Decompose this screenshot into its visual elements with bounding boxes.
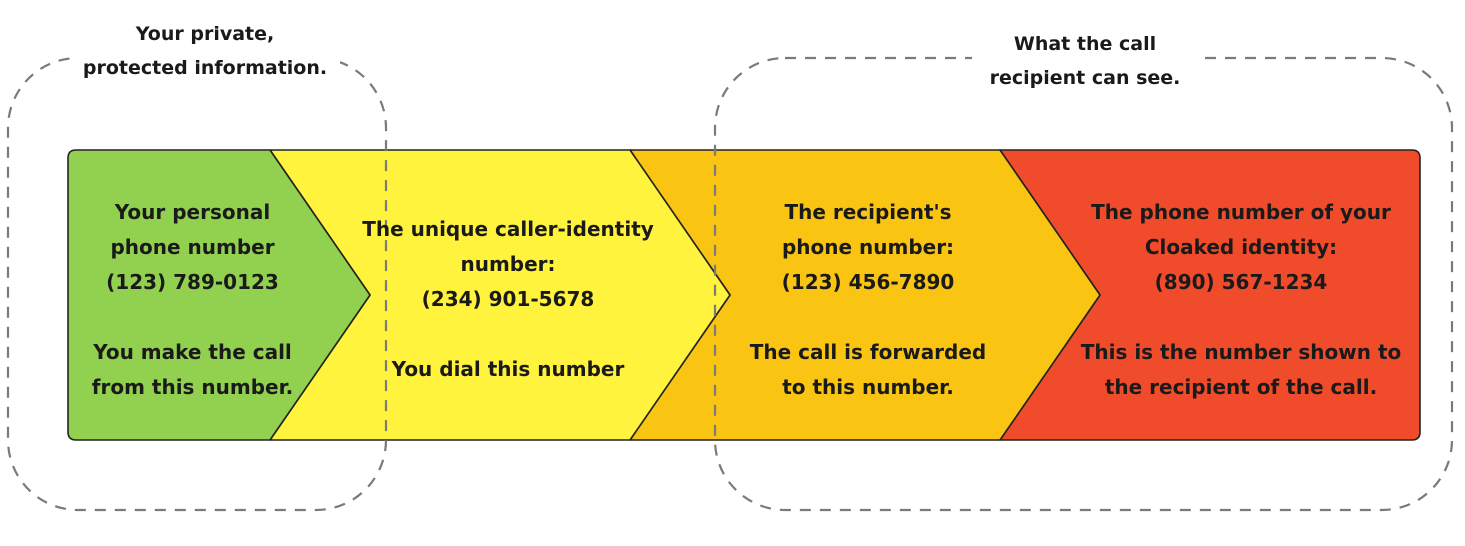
- step-2-heading-line-2: number:: [460, 252, 556, 276]
- step-1-text: Your personal phone number (123) 789-012…: [70, 195, 315, 405]
- recipient-view-group-outline: [713, 56, 1454, 512]
- private-info-caption: Your private, protected information.: [60, 17, 350, 85]
- recipient-view-caption: What the call recipient can see.: [960, 27, 1210, 95]
- step-1-heading-line-1: Your personal: [114, 200, 271, 224]
- step-3-note-line-1: The call is forwarded: [749, 340, 987, 364]
- step-4-heading-line-2: Cloaked identity:: [1144, 235, 1338, 259]
- step-4-note-line-2: the recipient of the call.: [1104, 375, 1378, 399]
- step-1-phone-number: (123) 789-0123: [106, 270, 279, 294]
- private-caption-bg: [72, 14, 340, 94]
- step-3-text: The recipient's phone number: (123) 456-…: [732, 195, 1004, 405]
- step-4-heading-line-1: The phone number of your: [1091, 200, 1391, 224]
- step-4-note-line-1: This is the number shown to: [1080, 340, 1402, 364]
- step-1-note-line-1: You make the call: [93, 340, 292, 364]
- step-4-text: The phone number of your Cloaked identit…: [1068, 195, 1414, 405]
- step-2-phone-number: (234) 901-5678: [421, 287, 595, 311]
- step-4-shape: [999, 149, 1421, 441]
- step-2-text: The unique caller-identity number: (234)…: [340, 212, 676, 387]
- step-2-heading-line-1: The unique caller-identity: [362, 217, 654, 241]
- step-4-phone-number: (890) 567-1234: [1154, 270, 1328, 294]
- visible-caption-bg: [972, 24, 1198, 98]
- visible-caption-line-1: What the call: [1013, 33, 1157, 55]
- visible-caption-line-2: recipient can see.: [989, 67, 1181, 89]
- step-1-shape: [67, 149, 371, 441]
- step-1-note-line-2: from this number.: [91, 375, 294, 399]
- private-caption-line-2: protected information.: [82, 57, 328, 79]
- step-3-heading-line-1: The recipient's: [784, 200, 952, 224]
- step-1-heading-line-2: phone number: [110, 235, 275, 259]
- step-3-phone-number: (123) 456-7890: [781, 270, 955, 294]
- private-info-group-outline: [6, 56, 388, 512]
- step-3-heading-line-2: phone number:: [781, 235, 955, 259]
- step-3-note-line-2: to this number.: [782, 375, 954, 399]
- private-caption-line-1: Your private,: [135, 23, 275, 45]
- step-2-note-line-1: You dial this number: [391, 357, 625, 381]
